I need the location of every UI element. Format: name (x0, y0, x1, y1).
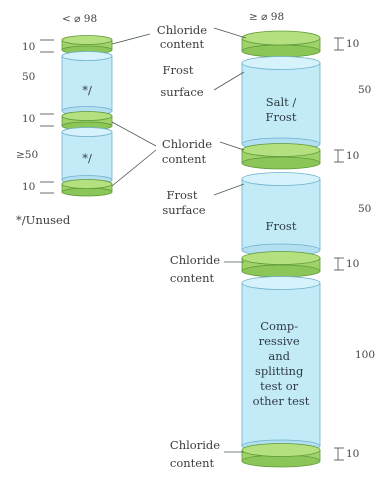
right-chloride-disc-1 (241, 30, 321, 58)
right-dim-1: 10 (346, 38, 359, 50)
left-segment-2-label: */ (82, 151, 92, 165)
left-chloride-disc-bottom (61, 179, 113, 197)
right-segment-compressive: Comp- ressive and splitting test or othe… (241, 276, 321, 453)
left-specimen: */ */ (61, 35, 113, 197)
left-segment-2: */ (61, 127, 113, 185)
right-segment-frost: Frost (241, 172, 321, 257)
right-dim-4: 50 (358, 203, 371, 215)
right-dim-7: 10 (346, 448, 359, 460)
right-segment-1-label: Salt /Frost (266, 95, 297, 124)
right-segment-2-label: Frost (266, 219, 297, 233)
right-specimen: Salt /Frost Frost Comp- (241, 30, 321, 468)
left-dim-1: 10 (22, 41, 35, 53)
right-dim-6: 100 (355, 349, 375, 361)
right-header: ≥ ⌀ 98 (249, 11, 284, 23)
right-chloride-disc-4 (241, 443, 321, 468)
right-dim-5: 10 (346, 258, 359, 270)
left-header: < ⌀ 98 (62, 13, 97, 25)
left-dimension-scale: 10 50 10 ≥50 10 (16, 39, 54, 194)
left-footnote: */Unused (16, 213, 71, 227)
right-segment-3-label: Comp- ressive and splitting test or othe… (253, 319, 310, 408)
right-chloride-disc-3 (241, 251, 321, 278)
left-segment-1: */ (61, 51, 113, 116)
right-segment-salt-frost: Salt /Frost (241, 56, 321, 151)
right-chloride-disc-2 (241, 143, 321, 170)
right-dimension-scale: 10 50 10 50 10 100 10 (334, 37, 375, 461)
right-dim-2: 50 (358, 84, 371, 96)
left-dim-3: 10 (22, 113, 35, 125)
left-dim-4: ≥50 (16, 149, 38, 161)
right-dim-3: 10 (346, 150, 359, 162)
left-dim-5: 10 (22, 181, 35, 193)
left-dim-2: 50 (22, 71, 35, 83)
left-segment-1-label: */ (82, 83, 92, 97)
